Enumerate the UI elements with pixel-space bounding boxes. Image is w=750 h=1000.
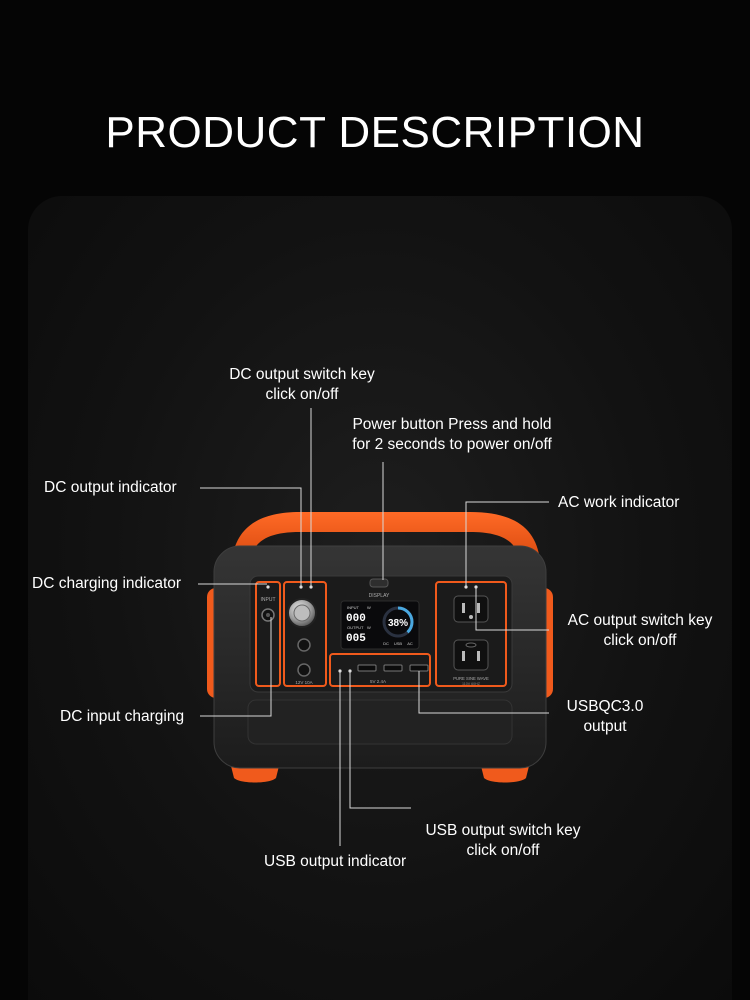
input-text: INPUT xyxy=(261,597,276,603)
callout-power-button: Power button Press and hold for 2 second… xyxy=(352,416,552,453)
callout-dc-charging-indicator: DC charging indicator xyxy=(32,575,182,592)
callout-usbqc-output: USBQC3.0 output xyxy=(566,698,644,735)
svg-text:AC: AC xyxy=(407,641,413,646)
callout-ac-work-indicator: AC work indicator xyxy=(558,494,680,511)
lower-panel xyxy=(247,699,513,745)
usb-port-2 xyxy=(383,664,403,672)
svg-text:W: W xyxy=(367,605,371,610)
usb-spec: 5V 2.4A xyxy=(370,679,386,684)
svg-text:INPUT: INPUT xyxy=(347,605,360,610)
ac-frame xyxy=(435,581,507,687)
usb-port-1 xyxy=(357,664,377,672)
input-watts: 000 xyxy=(346,613,366,625)
battery-percent: 38% xyxy=(388,618,408,629)
callout-usb-output-indicator: USB output indicator xyxy=(264,853,407,870)
page-title: PRODUCT DESCRIPTION xyxy=(105,108,645,157)
callout-ac-output-switch-key: AC output switch key click on/off xyxy=(567,612,713,649)
dc-input-frame xyxy=(255,581,281,687)
dc-output-frame xyxy=(283,581,327,687)
dc-output-spec: 12V 10A xyxy=(295,680,312,685)
callout-lines xyxy=(198,408,549,846)
dc-port-2 xyxy=(297,663,311,677)
callout-dc-output-switch-key: DC output switch key click on/off xyxy=(229,366,375,403)
ac-outlet-2 xyxy=(453,639,489,671)
svg-text:DC: DC xyxy=(383,641,389,646)
svg-text:OUTPUT: OUTPUT xyxy=(347,625,364,630)
dc-charging-led xyxy=(266,585,270,589)
usb-frame xyxy=(329,653,431,687)
callout-usb-output-switch-key: USB output switch key click on/off xyxy=(425,822,581,859)
svg-text:W: W xyxy=(367,625,371,630)
usb-qc-port xyxy=(409,664,429,672)
callout-dc-output-indicator: DC output indicator xyxy=(44,479,177,496)
dc-port-1 xyxy=(297,638,311,652)
output-watts: 005 xyxy=(346,633,366,645)
svg-text:USB: USB xyxy=(394,641,403,646)
carry-handle xyxy=(232,512,540,560)
power-button xyxy=(369,578,389,588)
svg-text:110V 60HZ: 110V 60HZ xyxy=(462,682,481,686)
callout-dc-input-charging: DC input charging xyxy=(60,708,185,725)
ac-outlet-1 xyxy=(453,595,489,623)
battery-ring xyxy=(382,606,414,638)
display-text: DISPLAY xyxy=(369,593,390,599)
svg-text:PURE SINE WAVE: PURE SINE WAVE xyxy=(453,676,489,681)
